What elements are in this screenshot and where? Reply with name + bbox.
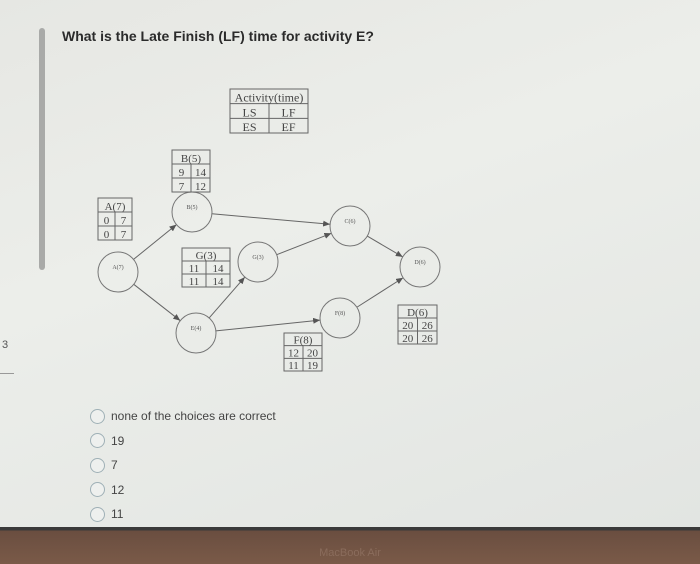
choice-7[interactable]: 7 <box>90 453 276 478</box>
choice-label: 11 <box>111 507 124 522</box>
edge-E-G <box>208 276 246 319</box>
network-diagram: A(7) B(5) C(6) D(6) E(4) F(8) G(3) Activity(ti… <box>97 88 441 372</box>
node-label-D: D(6) <box>414 259 425 266</box>
radio-button[interactable] <box>90 433 105 449</box>
es-value: 7 <box>179 181 185 193</box>
edge-E-F <box>215 317 321 332</box>
ef-value: 19 <box>307 360 319 372</box>
question-text: What is the Late Finish (LF) time for ac… <box>62 28 374 44</box>
node-E <box>175 312 217 354</box>
table-title: A(7) <box>105 201 126 213</box>
node-label-A: A(7) <box>112 264 123 271</box>
lf-value: 26 <box>422 320 434 332</box>
node-B <box>171 191 213 233</box>
ls-value: 9 <box>179 167 185 179</box>
choice-label: none of the choices are correct <box>111 409 276 424</box>
node-C <box>329 205 371 247</box>
edge-B-C <box>211 213 331 227</box>
edge-C-D <box>367 235 403 258</box>
divider <box>0 373 14 374</box>
table-title: D(6) <box>407 307 428 319</box>
table-title: G(3) <box>196 250 217 262</box>
table-title: B(5) <box>181 153 202 165</box>
node-label-B: B(5) <box>187 204 198 211</box>
edge-G-C <box>276 232 332 256</box>
table-title: F(8) <box>294 335 313 347</box>
node-label-G: G(3) <box>252 254 263 261</box>
es-value: 0 <box>104 229 110 241</box>
choice-19[interactable]: 19 <box>90 429 276 454</box>
ls-value: 11 <box>189 263 200 275</box>
edge-F-D <box>356 277 404 308</box>
choice-12[interactable]: 12 <box>90 478 276 503</box>
lf-value: 20 <box>307 347 319 359</box>
choice-label: 7 <box>111 458 118 473</box>
edge-A-B <box>133 224 177 260</box>
radio-button[interactable] <box>90 482 105 498</box>
table-legend: Activity(time)LS LF ES EF <box>229 88 309 134</box>
node-F <box>319 297 361 339</box>
ls-value: LS <box>242 105 256 119</box>
laptop-bezel <box>0 527 700 564</box>
ef-value: 12 <box>195 181 206 193</box>
ef-value: 14 <box>213 276 225 288</box>
ef-value: EF <box>281 120 295 134</box>
edge-marker: 3 <box>2 339 9 351</box>
table-B: B(5) 9 14 7 12 <box>171 149 211 193</box>
screen: 3 What is the Late Finish (LF) time for … <box>0 0 700 527</box>
es-value: 11 <box>288 360 299 372</box>
table-F: F(8)12 20 11 19 <box>283 332 323 372</box>
edge-A-E <box>133 283 181 322</box>
ef-value: 26 <box>422 333 434 345</box>
ls-value: 20 <box>402 320 414 332</box>
ef-value: 7 <box>121 229 127 241</box>
node-label-F: F(8) <box>335 310 345 317</box>
device-brand: MacBook Air <box>319 547 381 559</box>
choice-none[interactable]: none of the choices are correct <box>90 404 276 429</box>
es-value: ES <box>242 120 256 134</box>
es-value: 11 <box>189 276 200 288</box>
choice-11[interactable]: 11 <box>90 502 276 527</box>
lf-value: LF <box>281 105 295 119</box>
node-G <box>237 241 279 283</box>
lf-value: 14 <box>195 167 207 179</box>
lf-value: 14 <box>213 263 225 275</box>
node-label-C: C(6) <box>345 218 356 225</box>
ls-value: 12 <box>288 347 299 359</box>
table-title: Activity(time) <box>235 91 304 105</box>
ls-value: 0 <box>104 215 110 227</box>
node-label-E: E(4) <box>191 325 202 332</box>
node-A <box>97 251 139 293</box>
lf-value: 7 <box>121 215 127 227</box>
choice-label: 12 <box>111 482 125 497</box>
radio-button[interactable] <box>90 457 105 473</box>
choice-label: 19 <box>111 433 125 448</box>
answer-choices: none of the choices are correct 19 7 12 … <box>90 404 276 527</box>
radio-button[interactable] <box>90 506 105 522</box>
scrollbar[interactable] <box>39 28 45 270</box>
node-D <box>399 246 441 288</box>
es-value: 20 <box>402 333 414 345</box>
radio-button[interactable] <box>90 408 105 424</box>
